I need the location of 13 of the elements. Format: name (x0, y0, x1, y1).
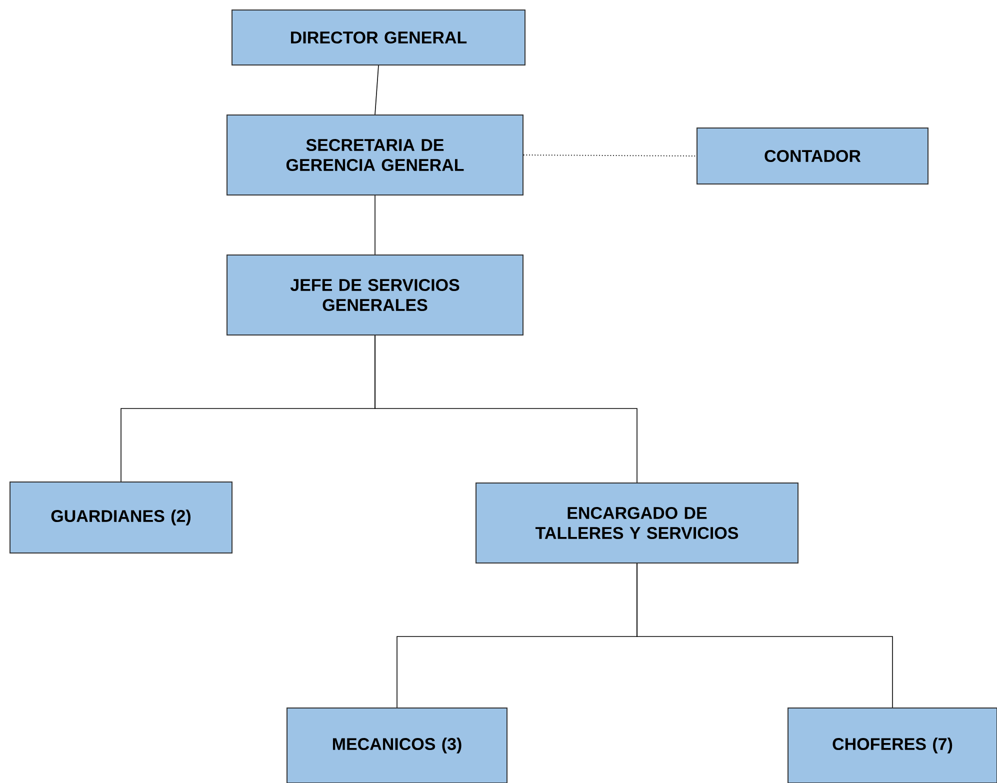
connector-line (636, 563, 893, 708)
connector-line (374, 335, 638, 483)
connector-line (374, 195, 376, 255)
org-box: CHOFERES (7) (788, 708, 997, 783)
org-box: CONTADOR (696, 128, 928, 184)
org-box: JEFE DE SERVICIOS GENERALES (226, 254, 524, 336)
org-box: MECANICOS (3) (286, 708, 508, 783)
org-box: GUARDIANES (2) (10, 482, 232, 554)
org-box: DIRECTOR GENERAL (232, 10, 526, 66)
connector-line (523, 154, 697, 156)
connector-line (374, 65, 379, 115)
org-box: ENCARGADO DE TALLERES Y SERVICIOS (476, 482, 798, 564)
org-box: SECRETARIA DE GERENCIA GENERAL (226, 114, 524, 196)
